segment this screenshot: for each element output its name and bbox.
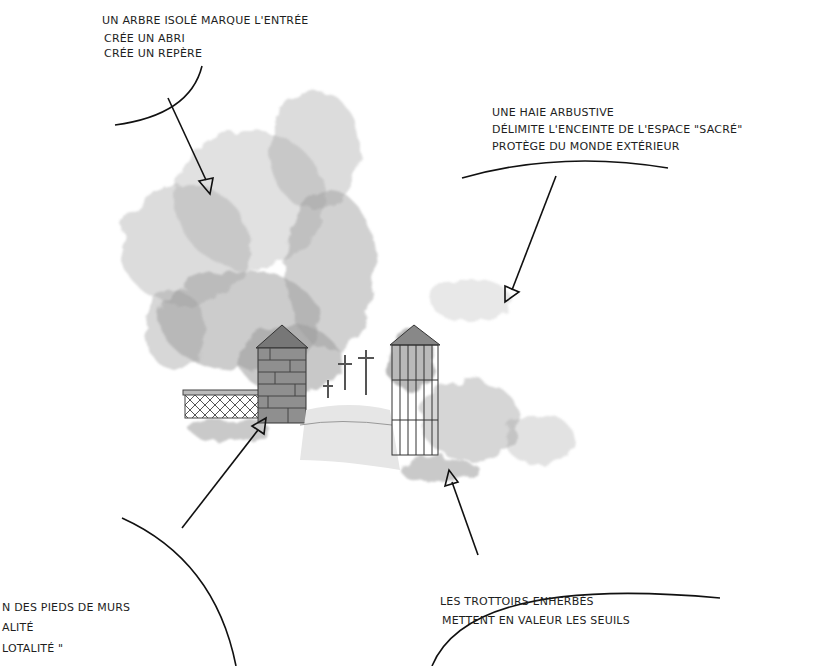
cemetery-crosses — [323, 350, 374, 398]
annotation-text: PROTÈGE DU MONDE EXTÉRIEUR — [492, 140, 680, 153]
leader-lines — [115, 66, 720, 666]
lattice-wall — [185, 393, 260, 418]
grass — [190, 418, 480, 482]
annotation-text: UNE HAIE ARBUSTIVE — [492, 106, 614, 119]
annotation-text: UN ARBRE ISOLÉ MARQUE L'ENTRÉE — [102, 14, 308, 27]
gate-pillar — [390, 325, 440, 455]
annotation-text: N DES PIEDS DE MURS — [2, 601, 130, 614]
annotation-text: ALITÉ — [2, 621, 34, 634]
annotation-text: CRÉE UN ABRI — [104, 32, 185, 45]
path-ground — [300, 405, 400, 470]
annotation-text: DÉLIMITE L'ENCEINTE DE L'ESPACE "SACRÉ" — [492, 123, 742, 136]
tree — [120, 90, 375, 395]
annotation-text: METTENT EN VALEUR LES SEUILS — [442, 614, 630, 627]
annotation-text: LES TROTTOIRS ENHERBÉS — [440, 595, 594, 608]
annotation-text: LOTALITÉ " — [2, 642, 63, 655]
annotation-text: CRÉE UN REPÈRE — [104, 47, 202, 60]
hedge — [385, 278, 575, 465]
stone-pillar — [256, 325, 308, 423]
